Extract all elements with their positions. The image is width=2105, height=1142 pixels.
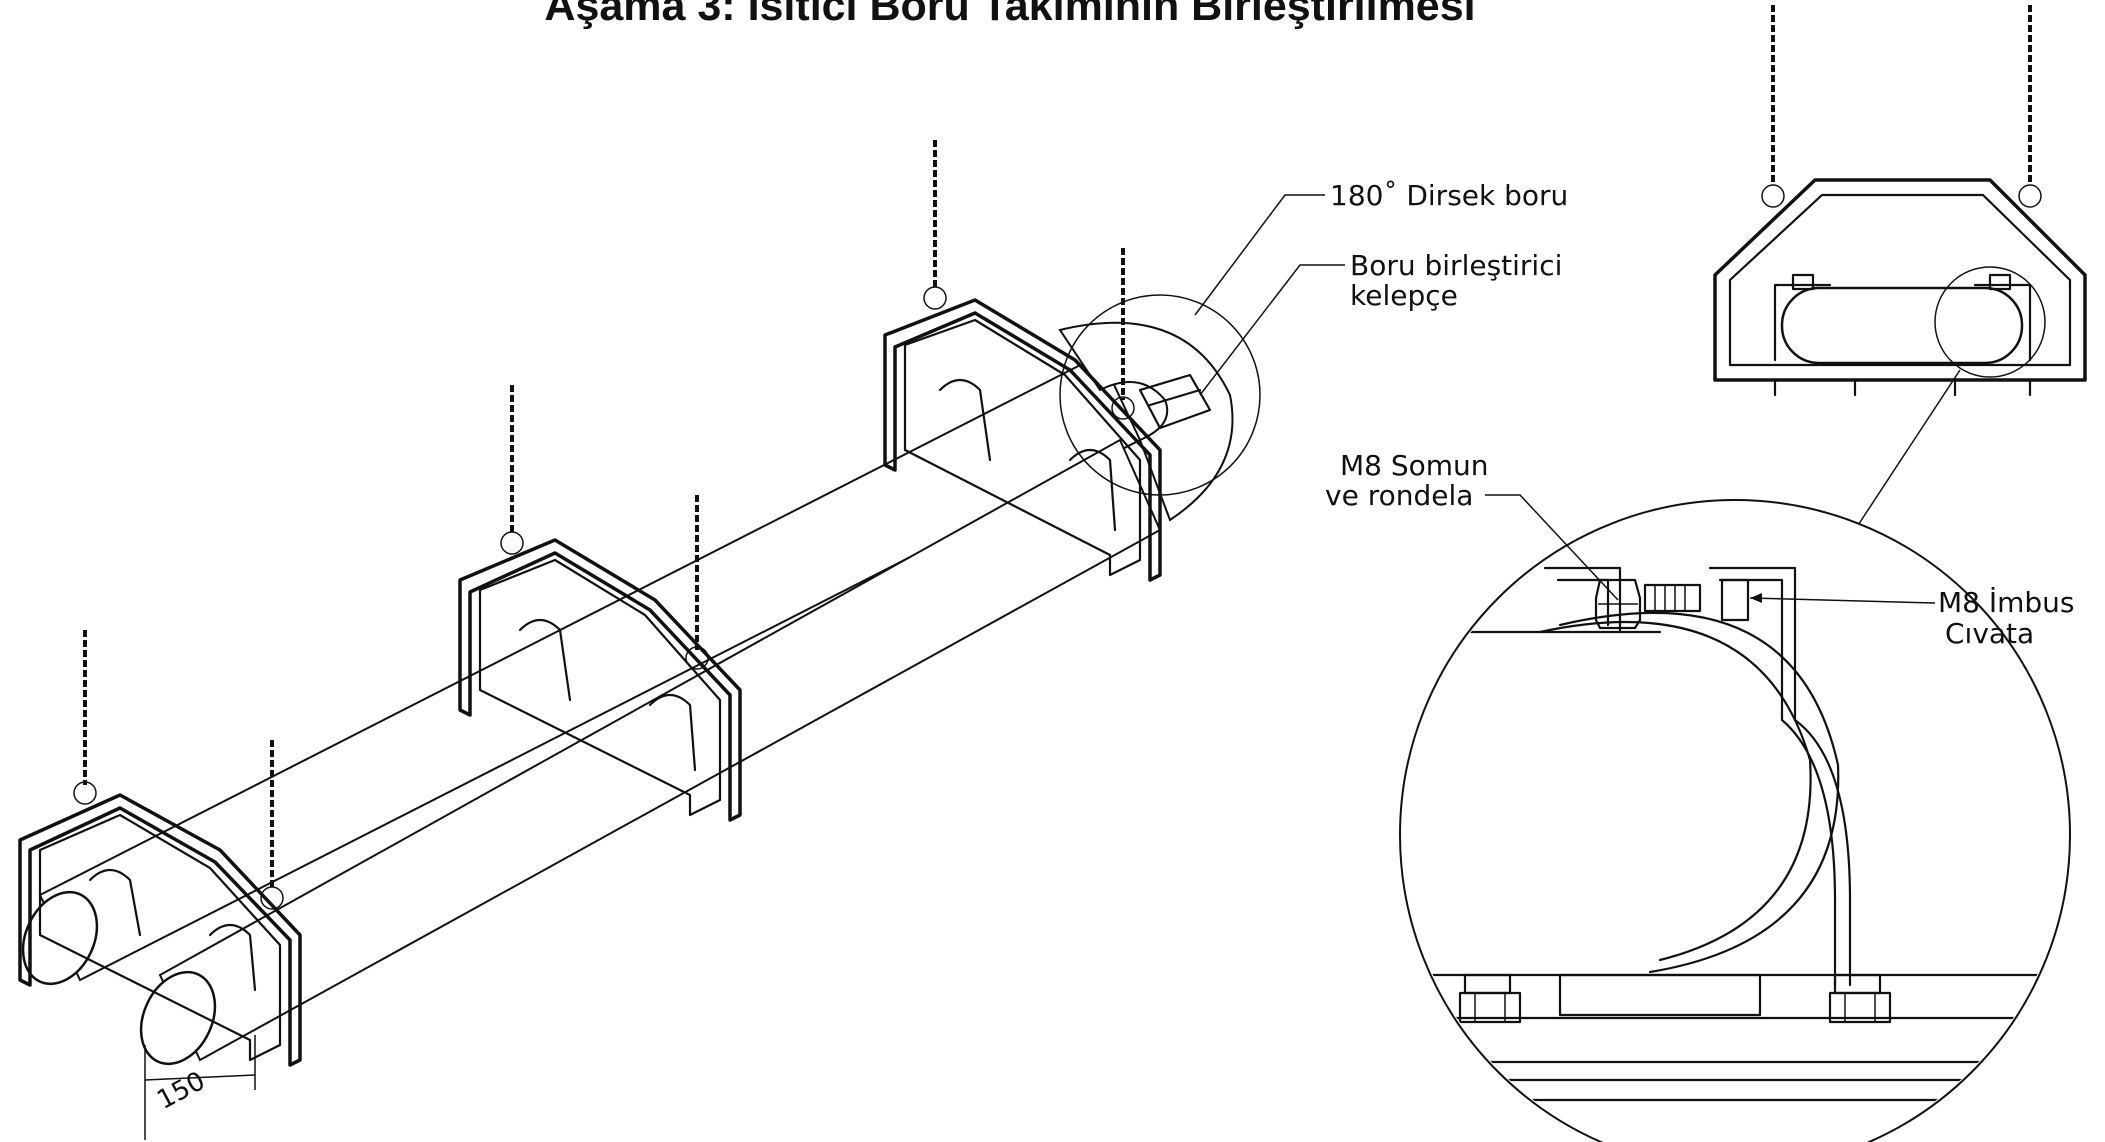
chain-6 bbox=[1111, 248, 1135, 420]
main-assembly-view: 150 bbox=[18, 140, 1261, 1140]
front-pipe bbox=[158, 438, 1162, 1062]
chain-1 bbox=[73, 630, 97, 805]
dimension-value: 150 bbox=[152, 1066, 210, 1116]
detail-view bbox=[1399, 499, 2071, 1142]
chain-3 bbox=[500, 385, 524, 555]
back-pipe bbox=[38, 353, 1142, 982]
nut-callout: M8 Somun ve rondela bbox=[1325, 449, 1619, 601]
nut-label-line1: M8 Somun bbox=[1340, 449, 1489, 482]
end-view-detail-circle bbox=[1934, 266, 2046, 378]
bottom-nut-left-icon bbox=[1458, 973, 1522, 1024]
detail-view-circle bbox=[1399, 499, 2071, 1142]
hex-nut-icon bbox=[1594, 578, 1642, 630]
elbow-pipe bbox=[1058, 321, 1234, 522]
bottom-nut-right-icon bbox=[1828, 973, 1892, 1024]
elbow-callout: 180˚ Dirsek boru bbox=[1194, 179, 1568, 316]
clamp-label-line2: kelepçe bbox=[1350, 279, 1458, 312]
allen-bolt-icon bbox=[1643, 578, 1750, 622]
chain-2 bbox=[260, 740, 284, 910]
pipe-hanger-2 bbox=[458, 538, 742, 822]
bolt-label-line2: Cıvata bbox=[1945, 617, 2034, 650]
pipe-hanger-1 bbox=[18, 793, 302, 1067]
pipe-hanger-3 bbox=[883, 298, 1162, 582]
end-view bbox=[1713, 5, 2087, 546]
bolt-callout: M8 İmbus Cıvata bbox=[1749, 586, 2075, 650]
clamp-label-line1: Boru birleştirici bbox=[1350, 249, 1562, 282]
chain-4 bbox=[685, 495, 709, 670]
elbow-detail-circle bbox=[1059, 294, 1261, 496]
clamp-callout: Boru birleştirici kelepçe bbox=[1199, 249, 1562, 396]
chain-5 bbox=[923, 140, 947, 310]
coupling-clamp-icon bbox=[1138, 373, 1212, 430]
page-title: Aşama 3: Isıtıcı Boru Takımının Birleşti… bbox=[544, 0, 1475, 30]
elbow-label: 180˚ Dirsek boru bbox=[1330, 179, 1568, 212]
bolt-label-line1: M8 İmbus bbox=[1938, 586, 2075, 619]
nut-label-line2: ve rondela bbox=[1325, 479, 1473, 512]
end-view-pipe-icon bbox=[1780, 286, 2024, 365]
